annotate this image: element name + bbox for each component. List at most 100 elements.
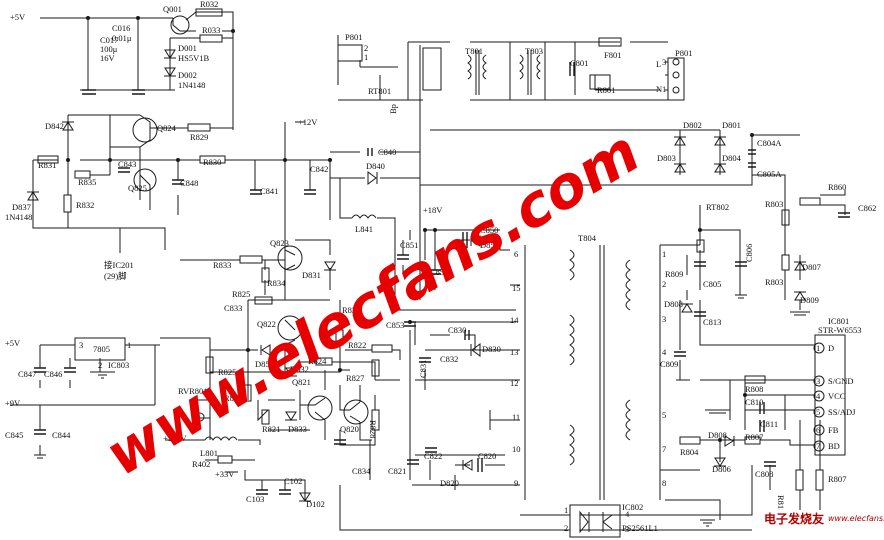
p801-right-pin-3: 3	[662, 57, 666, 67]
junction-dots	[66, 16, 754, 442]
component-labels: +5V Q001 R032 C016 0.01μ R033 C017 100μ …	[5, 0, 876, 533]
label-c820: C820	[478, 451, 496, 461]
label-d809: D809	[800, 295, 819, 305]
label-r804: R804	[680, 447, 699, 457]
label-c805a: C805A	[757, 169, 782, 179]
coils-and-transformers	[204, 41, 701, 500]
label-v12: +12V	[298, 117, 318, 127]
label-d001-val: HS5V1B	[178, 53, 210, 63]
label-c862: C862	[858, 203, 876, 213]
label-d840: D840	[366, 161, 385, 171]
label-r828: R828	[368, 420, 378, 438]
label-p801-right: P801	[675, 48, 692, 58]
label-d808b: D808	[708, 430, 727, 440]
diodes	[27, 49, 806, 502]
label-r825b: R825	[218, 367, 236, 377]
label-ic803: IC803	[108, 360, 129, 370]
label-r860: R860	[828, 182, 846, 192]
t804-pin-10: 10	[512, 444, 521, 454]
label-ic201-b: (29)脚	[104, 271, 127, 281]
pin-fb-label: FB	[828, 425, 839, 435]
label-r831: R831	[38, 160, 56, 170]
label-r833: R833	[213, 260, 231, 270]
label-r825a: R825	[232, 289, 250, 299]
ic802-pin-1: 1	[564, 505, 568, 515]
t804-pin-5: 5	[662, 410, 666, 420]
label-c017-v2: 16V	[100, 53, 116, 63]
label-c016: C016	[112, 23, 130, 33]
label-t804: T804	[578, 233, 597, 243]
label-r834: R834	[267, 278, 286, 288]
wires	[10, 11, 846, 531]
label-rvr801: RVR801	[178, 386, 208, 396]
label-d804: D804	[722, 153, 742, 163]
label-p801-left: P801	[345, 32, 362, 42]
label-v5-left: +5V	[5, 338, 21, 348]
label-q824: Q824	[157, 123, 177, 133]
t804-pin-13: 13	[510, 347, 519, 357]
label-d102: D102	[306, 499, 325, 509]
label-r402: R402	[192, 459, 210, 469]
p801-left-pin-1: 1	[364, 52, 368, 62]
label-r827: R827	[346, 373, 364, 383]
label-r808: R808	[745, 384, 763, 394]
label-l841: L841	[355, 224, 373, 234]
label-c850: C850	[480, 225, 498, 235]
pin-vcc-label: VCC	[828, 391, 846, 401]
label-c853: C853	[386, 320, 404, 330]
t804-pin-8: 8	[662, 478, 666, 488]
t804-pin-11: 11	[512, 412, 520, 422]
label-q825: Q825	[128, 183, 147, 193]
brand-logo: 电子发烧友 www.elecfans.com	[760, 510, 884, 538]
p801-left-pin-2: 2	[364, 43, 368, 53]
label-d837-val: 1N4148	[5, 212, 32, 222]
label-r033: R033	[202, 25, 220, 35]
label-c821: C821	[388, 466, 406, 476]
t804-pin-4: 4	[662, 347, 667, 357]
label-c844: C844	[52, 430, 71, 440]
pin-d-label: D	[828, 343, 834, 353]
label-f801: F801	[604, 50, 621, 60]
label-d820: D820	[440, 478, 459, 488]
p801-right-pin-1: 1	[662, 84, 666, 94]
capacitors	[34, 62, 850, 495]
t804-pin-3: 3	[662, 314, 666, 324]
label-v18: +18V	[423, 205, 443, 215]
ic801-pin-6: 6	[816, 425, 820, 435]
label-7805: 7805	[93, 344, 110, 354]
label-d002: D002	[178, 70, 197, 80]
ic801-pin-3: 3	[816, 376, 820, 386]
resistors	[37, 8, 824, 491]
label-c852: C852	[430, 267, 448, 277]
label-r809: R809	[665, 269, 683, 279]
label-r830: R830	[203, 157, 221, 167]
label-l-letter: L	[656, 59, 661, 69]
label-q822: Q822	[257, 319, 276, 329]
label-c841: C841	[260, 186, 278, 196]
t804-pin-14: 14	[510, 315, 519, 325]
label-c831: C831	[418, 360, 428, 378]
ics	[74, 44, 846, 538]
label-v5-top: +5V	[10, 12, 26, 22]
label-d832: D832	[290, 364, 309, 374]
label-c016-val: 0.01μ	[112, 33, 132, 43]
label-c806: C806	[744, 244, 754, 262]
transistors	[132, 15, 369, 425]
label-c842: C842	[310, 164, 328, 174]
label-d842: D842	[45, 121, 64, 131]
label-c851: C851	[400, 240, 418, 250]
ic802-pin-4: 4	[625, 509, 630, 519]
label-c102: C102	[284, 476, 302, 486]
label-t803: T803	[525, 46, 543, 56]
brand-chinese: 电子发烧友	[764, 511, 824, 526]
label-d851: D851	[255, 359, 274, 369]
label-c808: C808	[755, 469, 773, 479]
label-c805: C805	[703, 279, 721, 289]
label-r832: R832	[76, 200, 94, 210]
label-r829: R829	[190, 132, 208, 142]
label-r811: R811	[776, 495, 786, 513]
ic801-pin-4: 4	[816, 391, 821, 401]
label-r801: R801	[597, 85, 615, 95]
label-c833: C833	[224, 303, 242, 313]
label-c840: C840	[378, 147, 396, 157]
